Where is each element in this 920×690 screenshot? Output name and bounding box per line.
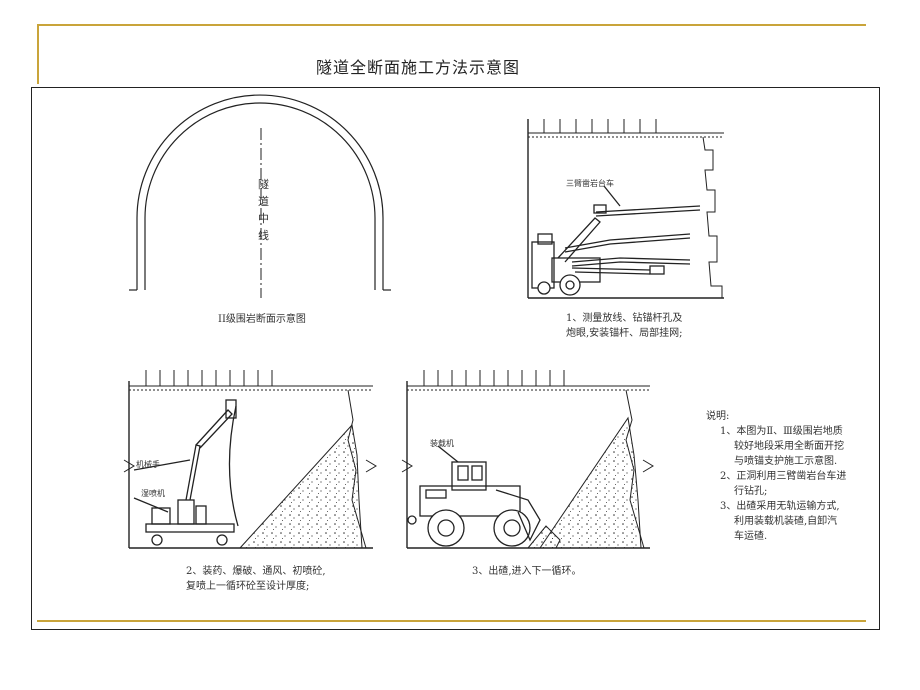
tunnel-section-diagram — [129, 94, 391, 298]
tunnel-center-line-label: 隧 道 中 线 — [258, 178, 269, 242]
step3-diagram — [401, 370, 654, 549]
sprayer-callout-leader — [133, 497, 169, 513]
page-title: 隧道全断面施工方法示意图 — [316, 58, 521, 77]
section-caption: II级围岩断面示意图 — [218, 314, 306, 325]
notes-block: 说明: 1、本图为Ⅱ、Ⅲ级围岩地质 较好地段采用全断面开挖 与喷锚支护施工示意图… — [706, 409, 846, 544]
decorative-gold-vertical-line — [37, 24, 39, 84]
surface-markers — [423, 370, 565, 386]
drill-jumbo — [531, 185, 701, 296]
loader-label: 装载机 — [430, 439, 454, 448]
note-line: 车运碴. — [734, 531, 768, 542]
decorative-gold-top-line — [37, 24, 866, 26]
wheel-loader — [407, 445, 541, 547]
step2-caption: 2、装药、爆破、通风、初喷砼, 复喷上一循环砼至设计厚度; — [186, 566, 326, 592]
note-line: 2、正洞利用三臂凿岩台车进 — [720, 471, 847, 482]
robot-arm-label: 机械手 — [136, 460, 160, 469]
spraying-machine — [133, 399, 239, 546]
loader-callout-leader — [437, 445, 459, 463]
jumbo-callout-leader — [603, 185, 621, 207]
drawing-frame — [31, 87, 880, 630]
surface-markers — [543, 119, 657, 133]
sprayer-label: 湿喷机 — [141, 489, 165, 498]
note-line: 3、出碴采用无轨运输方式, — [720, 501, 840, 512]
notes-heading: 说明: — [706, 411, 730, 422]
surface-markers — [145, 370, 273, 386]
note-line: 利用装载机装碴,自卸汽 — [734, 516, 838, 527]
note-line: 较好地段采用全断面开挖 — [734, 441, 844, 452]
note-line: 与喷锚支护施工示意图. — [734, 456, 838, 467]
decorative-gold-bottom-line — [37, 620, 866, 622]
note-line: 1、本图为Ⅱ、Ⅲ级围岩地质 — [720, 426, 843, 437]
step3-caption: 3、出碴,进入下一循环。 — [472, 566, 582, 577]
step2-diagram — [123, 370, 377, 549]
step1-diagram — [527, 119, 724, 299]
step1-caption: 1、测量放线、钻锚杆孔及 炮眼,安装锚杆、局部挂网; — [566, 313, 683, 339]
arm-callout-leader — [133, 459, 191, 471]
drill-jumbo-label: 三臂凿岩台车 — [566, 179, 614, 188]
note-line: 行钻孔; — [734, 486, 768, 497]
